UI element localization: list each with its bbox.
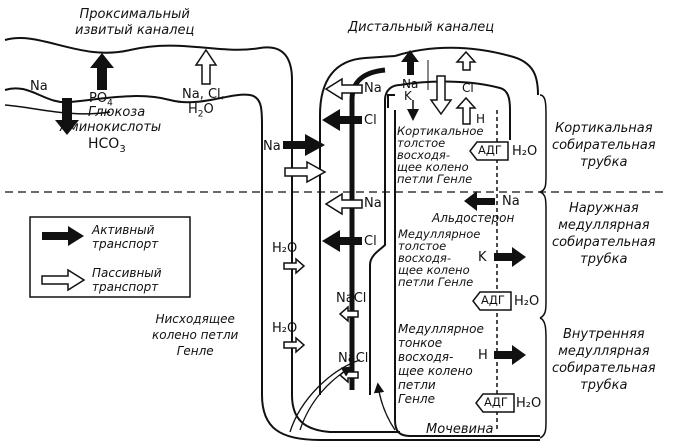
distal-tubule-title: Дистальный каналец (348, 20, 495, 35)
medullary-thin-limb-label: Медуллярное тонкое восходя- щее колено п… (398, 322, 484, 406)
cortical-thick-limb-label: Кортикальное толстое восходя- щее колено… (397, 124, 484, 186)
collecting-duct-inner-left-wall (387, 94, 395, 108)
limb-na-label: Na (263, 139, 281, 154)
distal-k-label: K (404, 89, 412, 103)
distal-na-label: Na (402, 77, 419, 91)
legend-passive-arrow (41, 268, 86, 292)
active-arrow-thick-cl-top (322, 109, 362, 131)
urea-curve-2 (289, 359, 361, 433)
passive-arrow-distal-cl-up (455, 50, 477, 71)
urea-curve-1 (299, 366, 353, 431)
passive-arrow-distal-down (429, 75, 453, 116)
urea-curve-3 (373, 382, 396, 431)
adh-label-1: АДГ (478, 143, 502, 157)
thick-ascending-limb-wall (319, 55, 396, 395)
thick-na-mid-label: Na (364, 196, 382, 211)
distal-cl-label: Cl (462, 81, 474, 95)
thick-cl-mid-label: Cl (364, 234, 377, 249)
active-arrow-prox-na (55, 98, 79, 135)
adh-label-3: АДГ (484, 395, 508, 409)
legend-active-arrow (42, 226, 84, 246)
passive-arrow-desc-h2o-1 (283, 257, 306, 275)
proximal-title-line-1: Проксимальный (79, 7, 190, 22)
prox-amino-label: Аминокислоты (60, 120, 162, 135)
adh-markers (469, 141, 515, 413)
aldosterone-label: Альдостерон (432, 211, 515, 225)
thick-cl-top-label: Cl (364, 113, 377, 128)
active-arrow-thick-cl-mid (322, 230, 362, 252)
legend-box (29, 216, 191, 298)
distal-h-label: H (476, 112, 486, 126)
prox-h2o-label: H2O (188, 102, 214, 120)
prox-po4-label: PO4 (89, 91, 113, 109)
active-arrow-medullary-h (494, 345, 526, 365)
legend-active-label: Активный транспорт (92, 223, 159, 251)
brace-cortical (539, 94, 547, 193)
medullary-h-label: H (478, 348, 488, 363)
thin-nacl-label-1: NaCl (336, 291, 367, 306)
passive-arrow-distal-h (455, 96, 477, 125)
distal-tubule-top-wall (394, 46, 539, 96)
active-arrow-limb-na (283, 134, 325, 156)
adh-box-2 (472, 291, 512, 311)
brace-outer-medullary (539, 191, 547, 319)
passive-arrow-limb (284, 160, 327, 184)
outer-medullary-collecting-duct-label: Наружная медуллярная собирательная трубк… (552, 201, 656, 267)
passive-arrow-thick-na-mid (324, 192, 363, 216)
medullary-k-label: K (478, 250, 487, 265)
collect-na-label: Na (502, 194, 520, 209)
prox-na-label: Na (30, 79, 48, 94)
descending-limb-label: Нисходящее колено петли Генле (152, 312, 239, 358)
cortical-collecting-duct-label: Кортикальная собирательная трубка (552, 121, 656, 170)
thin-ascending-limb-wall (369, 84, 401, 395)
proximal-title-line-2: извитый каналец (75, 23, 195, 38)
proximal-tubule-inner-wall (4, 104, 111, 115)
legend-passive-label: Пассивный транспорт (92, 266, 162, 294)
active-arrow-distal-na (401, 50, 419, 75)
adh-box-3 (475, 393, 515, 413)
brace-inner-medullary (539, 317, 547, 439)
desc-h2o-label-2: H₂O (272, 321, 298, 336)
collect-h2o-label-3: H₂O (516, 396, 542, 411)
passive-arrow-prox-nacl (194, 48, 218, 85)
thick-na-top-label: Na (364, 81, 382, 96)
medullary-thick-limb-label: Медуллярное толстое восходя- щее колено … (398, 227, 481, 289)
thin-nacl-label-2: NaCl (338, 351, 369, 366)
passive-arrow-thick-na-top (324, 77, 363, 101)
thick-ascending-limb-bold-wall (349, 67, 386, 390)
adh-label-2: АДГ (481, 293, 505, 307)
inner-medullary-collecting-duct-label: Внутренняя медуллярная собирательная тру… (552, 327, 656, 393)
passive-arrows (41, 48, 477, 384)
adh-box-1 (469, 141, 509, 161)
collect-h2o-label-1: H₂O (512, 144, 538, 159)
urea-label: Мочевина (426, 422, 494, 437)
passive-arrow-thin-nacl-1 (338, 305, 359, 323)
passive-arrow-thin-nacl-2 (338, 366, 359, 384)
active-arrows (42, 50, 526, 365)
active-arrow-prox-po4 (90, 53, 114, 90)
proximal-tubule-title: Проксимальный извитый каналец (75, 8, 194, 37)
active-arrow-collect-na (464, 191, 495, 211)
desc-h2o-label-1: H₂O (272, 241, 298, 256)
active-arrow-medullary-k (494, 247, 526, 267)
prox-nacl-label: Na, Cl, (182, 87, 225, 102)
distal-tubule-inner-wall (399, 80, 511, 140)
proximal-tubule-upper-wall (4, 37, 400, 433)
passive-arrow-desc-h2o-2 (283, 336, 306, 354)
collecting-duct-left-wall (394, 110, 540, 437)
prox-hco3-label: HCO3 (88, 136, 126, 155)
collect-h2o-label-2: H₂O (514, 294, 540, 309)
prox-glucose-label: Глюкоза (88, 105, 146, 120)
